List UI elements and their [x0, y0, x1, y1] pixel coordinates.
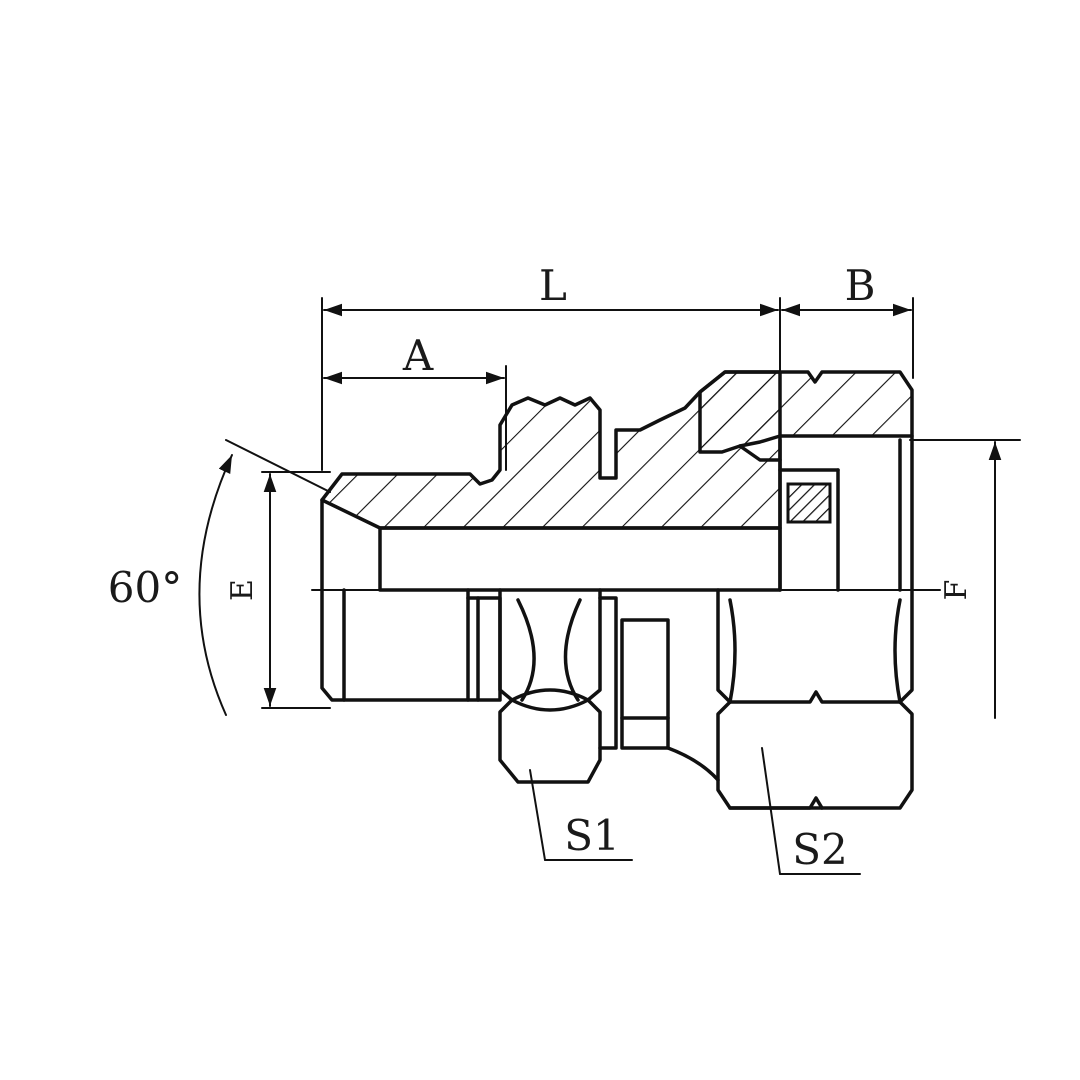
dimension-A: A	[323, 331, 507, 471]
dimension-F-label: F	[939, 580, 974, 601]
seal-ring	[786, 482, 832, 524]
leader-S2: S2	[761, 747, 861, 875]
angle-label: 60°	[108, 563, 182, 612]
hex-s2	[716, 588, 914, 810]
angle-60-dimension: 60°	[108, 439, 331, 716]
S1-label: S1	[564, 811, 620, 860]
dimension-E-label: E	[225, 579, 260, 601]
dimension-E: E	[225, 471, 331, 709]
dimension-F: F	[909, 439, 1021, 719]
male-thread-end	[320, 588, 502, 702]
dimension-L-label: L	[539, 261, 567, 310]
S2-label: S2	[792, 825, 848, 874]
leader-S1: S1	[529, 769, 633, 861]
neck-section	[598, 596, 720, 782]
dimension-B-label: B	[845, 261, 876, 310]
dimension-B: B	[781, 261, 914, 379]
body-section-upper	[320, 370, 914, 530]
dimension-A-label: A	[402, 331, 434, 380]
hex-s1	[498, 588, 602, 784]
internal-bore	[320, 434, 914, 592]
